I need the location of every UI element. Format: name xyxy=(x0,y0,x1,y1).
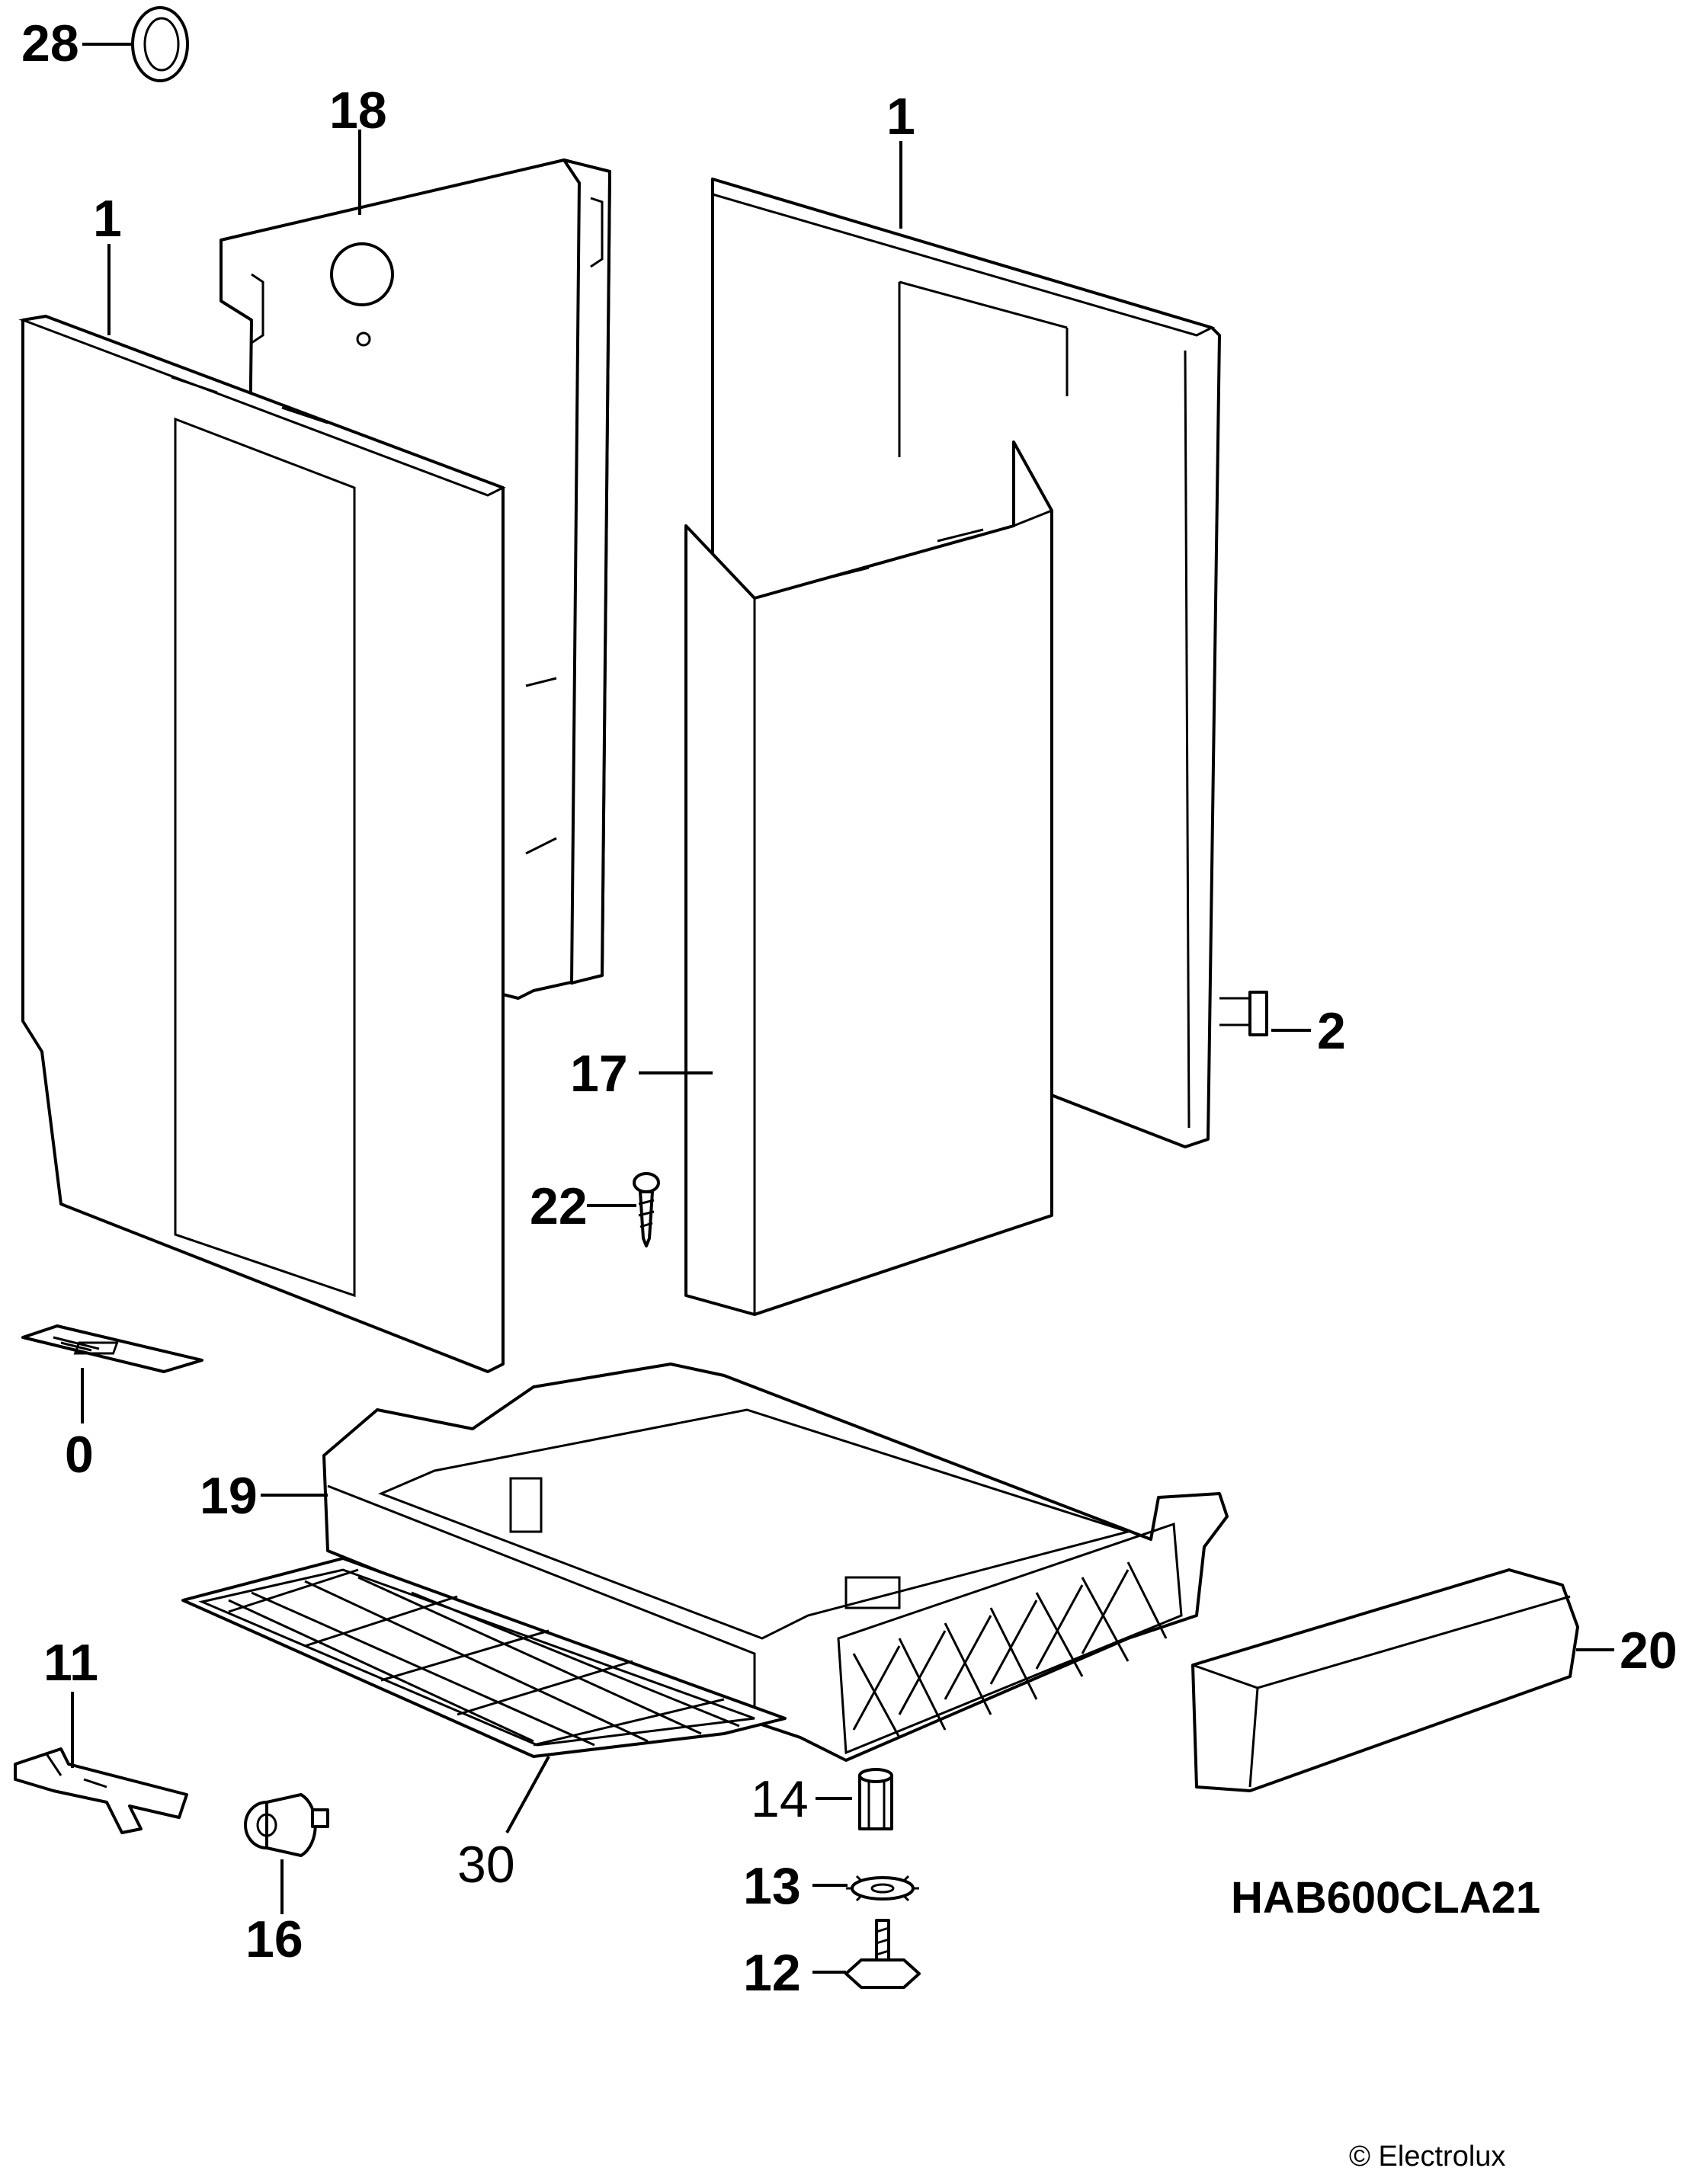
callout-2: 2 xyxy=(1317,1002,1346,1060)
callout-16: 16 xyxy=(245,1910,303,1968)
part-14-spacer xyxy=(858,1768,893,1830)
part-30-filter-mesh xyxy=(181,1557,787,1758)
part-22-screw xyxy=(633,1172,660,1247)
callout-1-left: 1 xyxy=(93,190,122,248)
part-28-ring xyxy=(131,6,189,82)
callout-19: 19 xyxy=(200,1467,258,1525)
callout-17: 17 xyxy=(570,1045,628,1103)
copyright-notice: © Electrolux xyxy=(1349,2141,1505,2173)
part-0-rating-plate xyxy=(21,1324,203,1373)
part-1-left-side-panel xyxy=(18,315,506,1373)
callout-labels: 28 18 1 1 2 17 22 0 19 20 11 30 16 14 13… xyxy=(21,14,1678,2002)
callout-12: 12 xyxy=(743,1944,801,2002)
part-2-clip xyxy=(1219,991,1268,1036)
leader-lines xyxy=(71,43,1614,1974)
part-16-damper xyxy=(244,1793,329,1857)
callout-30: 30 xyxy=(457,1836,515,1894)
part-12-leveling-foot xyxy=(844,1919,921,1989)
callout-0: 0 xyxy=(65,1426,94,1484)
part-17-front-cover xyxy=(684,440,1053,1316)
callout-1-right: 1 xyxy=(886,88,915,146)
callout-28: 28 xyxy=(21,14,79,72)
part-11-bracket xyxy=(14,1747,188,1834)
diagram-code: HAB600CLA21 xyxy=(1231,1873,1540,1923)
callout-14: 14 xyxy=(751,1770,809,1828)
part-13-washer xyxy=(846,1875,919,1902)
callout-11: 11 xyxy=(43,1634,98,1692)
callout-18: 18 xyxy=(329,82,387,139)
callout-22: 22 xyxy=(530,1177,588,1235)
callout-13: 13 xyxy=(743,1857,801,1915)
callout-20: 20 xyxy=(1620,1622,1678,1680)
part-20-kick-plate xyxy=(1191,1568,1579,1792)
part-19-base-frame xyxy=(322,1363,1229,1762)
